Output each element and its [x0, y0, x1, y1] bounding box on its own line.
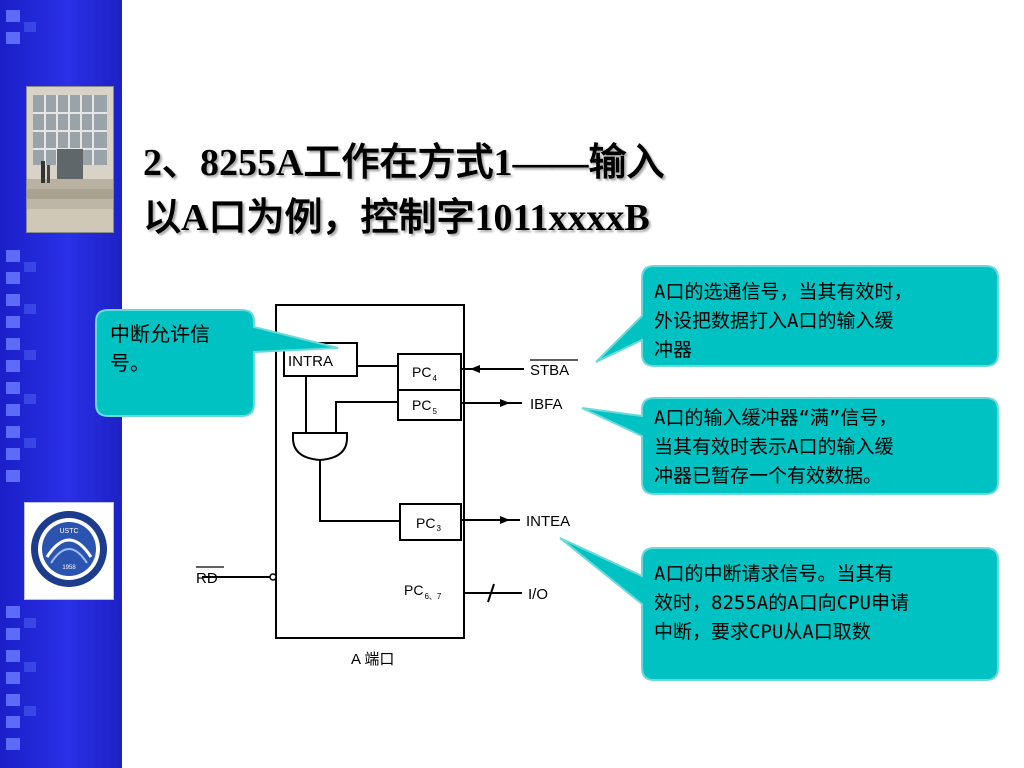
svg-text:1958: 1958: [62, 565, 76, 571]
port-label: A 端口: [351, 651, 394, 668]
callout-stb-text: A口的选通信号，当其有效时， 外设把数据打入A口的输入缓 冲器: [654, 281, 913, 361]
signal-io: I/O: [528, 586, 548, 603]
pc67-label: PC6、7: [404, 582, 442, 601]
pc3-block: [399, 503, 462, 541]
rd-inverter-bubble: [269, 573, 277, 581]
signal-intr: INTEA: [526, 513, 570, 530]
port-a-box: [275, 304, 465, 639]
svg-text:USTC: USTC: [59, 528, 78, 535]
callout-intr-text: A口的中断请求信号。当其有 效时，8255A的A口向CPU申请 中断，要求CPU…: [654, 563, 909, 643]
pc3-label: PC3: [416, 515, 441, 533]
signal-stb: STBA: [530, 362, 569, 379]
callout-ibf-shape: [581, 397, 999, 495]
io-bus-slash: [487, 583, 495, 603]
stb-arrow: [470, 365, 480, 373]
callout-stb-shape: [595, 265, 999, 367]
ibf-arrow: [500, 399, 510, 407]
internal-wires: [305, 365, 400, 522]
callout-intr-enable-text: 中断允许信 号。: [110, 322, 210, 375]
callout-ibf-text: A口的输入缓冲器“满”信号， 当其有效时表示A口的输入缓 冲器已暂存一个有效数据…: [654, 407, 898, 487]
and-gate: [292, 432, 348, 462]
pc4-label: PC4: [412, 364, 437, 383]
callout-intr-shape: [559, 537, 999, 681]
intr-arrow: [500, 516, 510, 524]
signal-rd: RD: [196, 570, 218, 587]
signal-ibf: IBFA: [530, 396, 563, 413]
pc5-block: [397, 389, 462, 421]
building-photo: [26, 86, 114, 233]
pc5-label: PC5: [412, 397, 437, 416]
intr-enable-label: INTRA: [288, 353, 333, 370]
slide-title: 2、8255A工作在方式1——输入 以A口为例，控制字1011xxxxB: [143, 142, 665, 240]
university-logo: USTC 1958: [24, 502, 114, 600]
callout-intr-enable-shape: [95, 309, 339, 417]
